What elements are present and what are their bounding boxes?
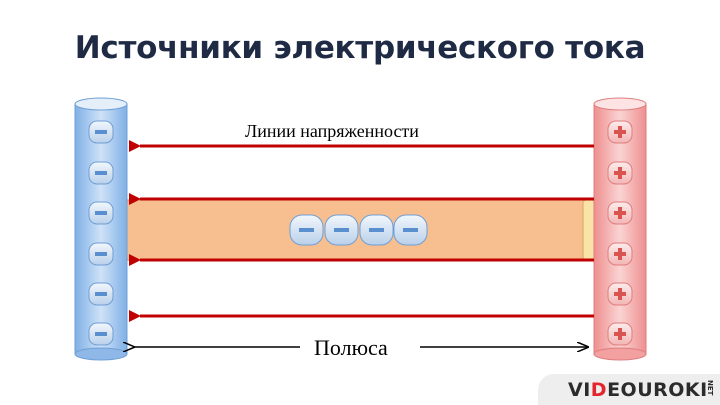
minus-charge bbox=[89, 202, 113, 224]
minus-charge bbox=[89, 121, 113, 143]
plus-charge bbox=[608, 283, 632, 305]
minus-charge bbox=[89, 162, 113, 184]
logo-text: VIDEOUROKI bbox=[568, 379, 708, 401]
plus-charge bbox=[608, 202, 632, 224]
minus-charge bbox=[89, 283, 113, 305]
logo-suffix: NET bbox=[706, 380, 714, 395]
plus-charge bbox=[608, 121, 632, 143]
poles-label: Полюса bbox=[314, 335, 388, 361]
videouroki-logo[interactable]: VIDEOUROKI NET bbox=[538, 374, 720, 405]
moving-electron bbox=[290, 215, 323, 245]
moving-electron bbox=[394, 215, 427, 245]
moving-electron bbox=[360, 215, 393, 245]
plus-charge bbox=[608, 323, 632, 345]
moving-electron bbox=[325, 215, 358, 245]
field-lines-label: Линии напряженности bbox=[245, 121, 419, 142]
plus-charge bbox=[608, 162, 632, 184]
minus-charge bbox=[89, 323, 113, 345]
minus-charge bbox=[89, 243, 113, 265]
plus-charge bbox=[608, 243, 632, 265]
